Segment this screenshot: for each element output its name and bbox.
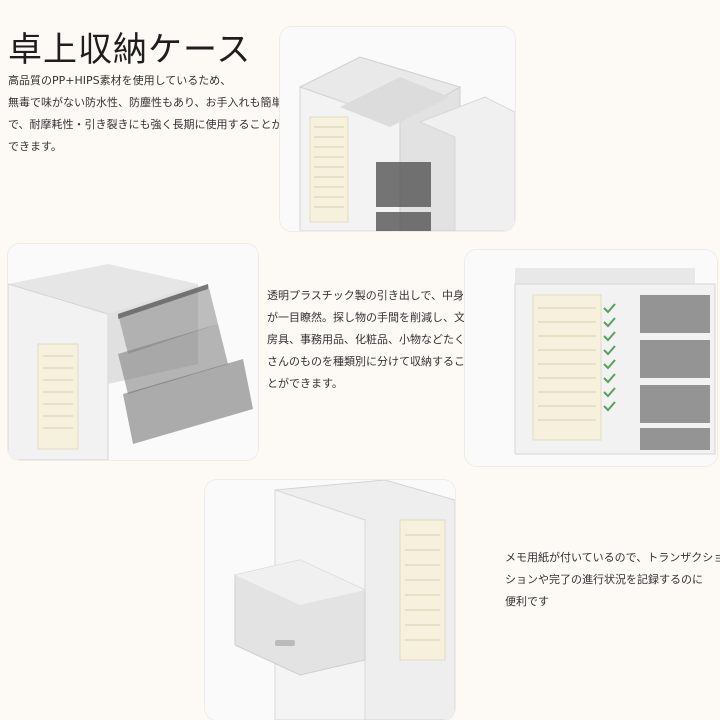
text-line: が一目瞭然。探し物の手間を削減し、文 xyxy=(267,311,465,324)
organizer-bottom-drawer-illustration xyxy=(205,480,455,720)
material-description: 高品質のPP+HIPS素材を使用しているため、 無毒で味がない防水性、防塵性もあ… xyxy=(8,70,283,158)
product-photo-memo xyxy=(465,250,717,466)
text-line: メモ用紙が付いているので、トランザクション xyxy=(505,551,720,564)
product-photo-bottom-drawer xyxy=(205,480,455,720)
text-line: 便利です xyxy=(505,595,549,608)
text-line: で、耐摩耗性・引き裂きにも強く長期に使用することが xyxy=(8,118,283,131)
text-line: できます。 xyxy=(8,140,62,153)
text-line: 高品質のPP+HIPS素材を使用しているため、 xyxy=(8,74,232,87)
page-title: 卓上収納ケース xyxy=(8,30,252,70)
memo-description: メモ用紙が付いているので、トランザクション ションや完了の進行状況を記録するのに… xyxy=(505,547,720,613)
text-line: とができます。 xyxy=(267,377,343,390)
text-line: 房具、事務用品、化粧品、小物などたく xyxy=(267,333,465,346)
text-line: 無毒で味がない防水性、防塵性もあり、お手入れも簡単 xyxy=(8,96,283,109)
text-line: ションや完了の進行状況を記録するのに xyxy=(505,573,703,586)
product-photo-top xyxy=(280,27,515,231)
drawer-description: 透明プラスチック製の引き出しで、中身 が一目瞭然。探し物の手間を削減し、文 房具… xyxy=(267,285,465,395)
organizer-drawers-illustration xyxy=(8,244,258,460)
organizer-memo-illustration xyxy=(465,250,717,466)
organizer-top-illustration xyxy=(280,27,515,231)
text-line: さんのものを種類別に分けて収納するこ xyxy=(267,355,465,368)
checkmark-icon xyxy=(603,303,616,412)
product-photo-drawers xyxy=(8,244,258,460)
text-line: 透明プラスチック製の引き出しで、中身 xyxy=(267,289,465,302)
